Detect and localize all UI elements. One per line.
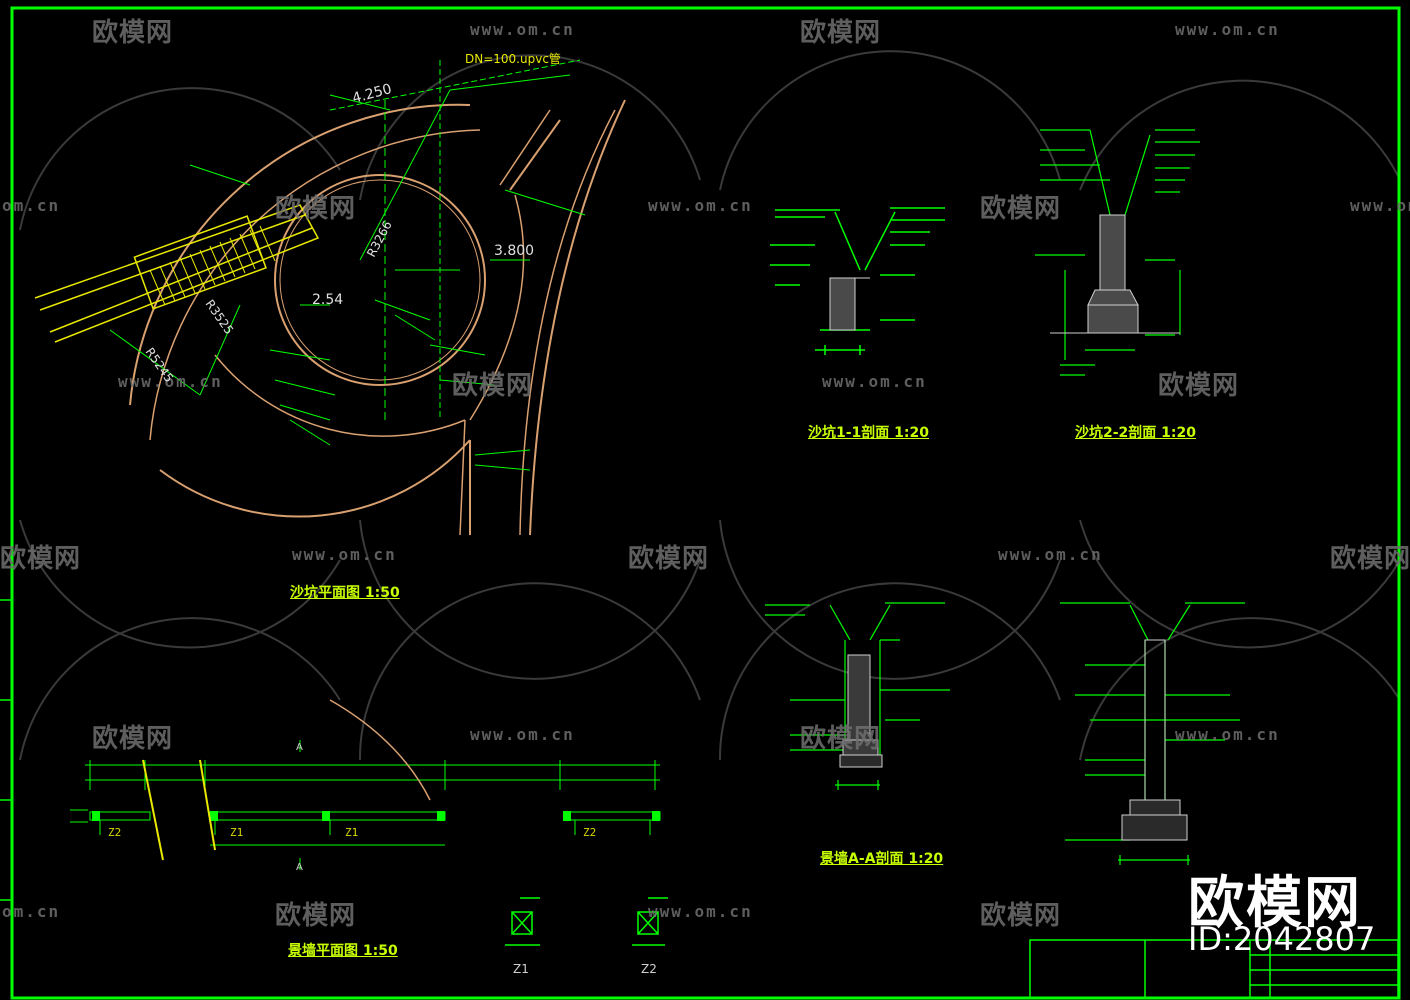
sandpit-plan bbox=[34, 59, 626, 536]
watermark-url: www.om.cn bbox=[470, 725, 575, 744]
watermark-brand: 欧模网 bbox=[628, 544, 710, 574]
watermark-brand: 欧模网 bbox=[1330, 544, 1410, 574]
left-edge-marks bbox=[0, 599, 12, 901]
column-z1-label: Z1 bbox=[513, 962, 529, 976]
watermark-url: om.cn bbox=[2, 902, 61, 921]
wall-section bbox=[765, 602, 950, 790]
wall-plan bbox=[70, 699, 668, 946]
brand-name: 欧模网 bbox=[1188, 871, 1362, 936]
watermark-brand: 欧模网 bbox=[800, 724, 882, 754]
sandpit-section-2 bbox=[1035, 129, 1200, 376]
column-tag: Z1 bbox=[345, 826, 359, 839]
watermark-url: www.om.cn bbox=[1175, 20, 1280, 39]
watermark-url: www.om.cn bbox=[648, 196, 753, 215]
column-tag: Z1 bbox=[230, 826, 244, 839]
watermark-brand: 欧模网 bbox=[800, 18, 882, 48]
watermark-url: www.om.cn bbox=[1350, 196, 1410, 215]
column-z2-label: Z2 bbox=[641, 962, 657, 976]
elevation-label: 2.54 bbox=[312, 292, 344, 308]
elevation-label: 3.800 bbox=[494, 243, 535, 259]
watermark-brand: 欧模网 bbox=[452, 371, 534, 401]
wall-plan-title: 景墙平面图 1:50 bbox=[288, 943, 398, 959]
sandpit-section-1-title: 沙坑1-1剖面 1:20 bbox=[808, 425, 929, 441]
watermark-url: www.om.cn bbox=[998, 545, 1103, 564]
column-tag: Z2 bbox=[583, 826, 597, 839]
section-marker: A bbox=[296, 862, 303, 873]
sandpit-section-2-title: 沙坑2-2剖面 1:20 bbox=[1075, 425, 1196, 441]
watermark-url: www.om.cn bbox=[292, 545, 397, 564]
brand-id: ID:2042807 bbox=[1188, 920, 1376, 958]
pipe-label: DN=100.upvc管 bbox=[465, 52, 561, 66]
column-section bbox=[1060, 602, 1245, 865]
watermark-brand: 欧模网 bbox=[1158, 371, 1240, 401]
watermark-url: om.cn bbox=[2, 196, 61, 215]
watermark-url: www.om.cn bbox=[648, 902, 753, 921]
watermark-arcs bbox=[19, 50, 1401, 761]
section-marker: A bbox=[296, 742, 303, 753]
sandpit-plan-title: 沙坑平面图 1:50 bbox=[290, 585, 400, 601]
watermark-url: www.om.cn bbox=[470, 20, 575, 39]
watermark-brand: 欧模网 bbox=[275, 194, 357, 224]
watermark-brand: 欧模网 bbox=[92, 724, 174, 754]
sandpit-section-1 bbox=[770, 207, 945, 355]
watermark-brand: 欧模网 bbox=[980, 194, 1062, 224]
drawing-border bbox=[10, 6, 1401, 1000]
watermark-brand: 欧模网 bbox=[980, 901, 1062, 931]
watermark-brand: 欧模网 bbox=[0, 544, 82, 574]
wall-section-title: 景墙A-A剖面 1:20 bbox=[820, 851, 944, 867]
title-block bbox=[1029, 939, 1399, 999]
watermark-brand: 欧模网 bbox=[275, 901, 357, 931]
watermark-brand: 欧模网 bbox=[92, 18, 174, 48]
watermark-url: www.om.cn bbox=[1175, 725, 1280, 744]
watermark-url: www.om.cn bbox=[822, 372, 927, 391]
watermark-url: www.om.cn bbox=[118, 372, 223, 391]
column-tag: Z2 bbox=[108, 826, 122, 839]
